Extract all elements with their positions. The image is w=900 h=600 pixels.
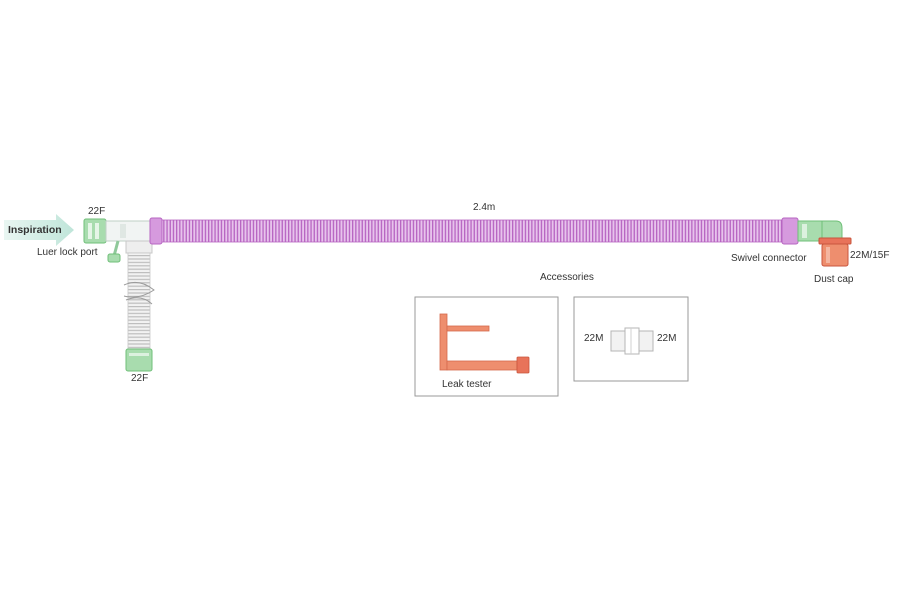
main-tube <box>149 217 799 245</box>
port-top-label: 22F <box>88 206 106 217</box>
luer-lock-port-label: Luer lock port <box>37 247 98 258</box>
end-size-label: 22M/15F <box>850 250 890 261</box>
inspiration-arrow <box>4 214 74 246</box>
leak-tester-label: Leak tester <box>442 379 492 390</box>
dust-cap-label: Dust cap <box>814 274 854 285</box>
leak-tester-box <box>414 296 559 397</box>
inspiration-label: Inspiration <box>8 224 62 236</box>
adapter-22m-22m <box>610 327 654 355</box>
swivel-connector <box>797 220 843 242</box>
port-bottom-label: 22F <box>131 373 149 384</box>
adapter-left-label: 22M <box>584 333 604 344</box>
expiratory-limb <box>123 240 155 372</box>
y-connector-inlet <box>83 218 159 244</box>
adapter-right-label: 22M <box>657 333 677 344</box>
luer-lock-port <box>107 240 121 263</box>
swivel-connector-label: Swivel connector <box>731 253 807 264</box>
length-label: 2.4m <box>473 202 496 213</box>
accessories-label: Accessories <box>540 272 594 283</box>
leak-tester <box>439 313 530 374</box>
dust-cap <box>818 237 852 267</box>
